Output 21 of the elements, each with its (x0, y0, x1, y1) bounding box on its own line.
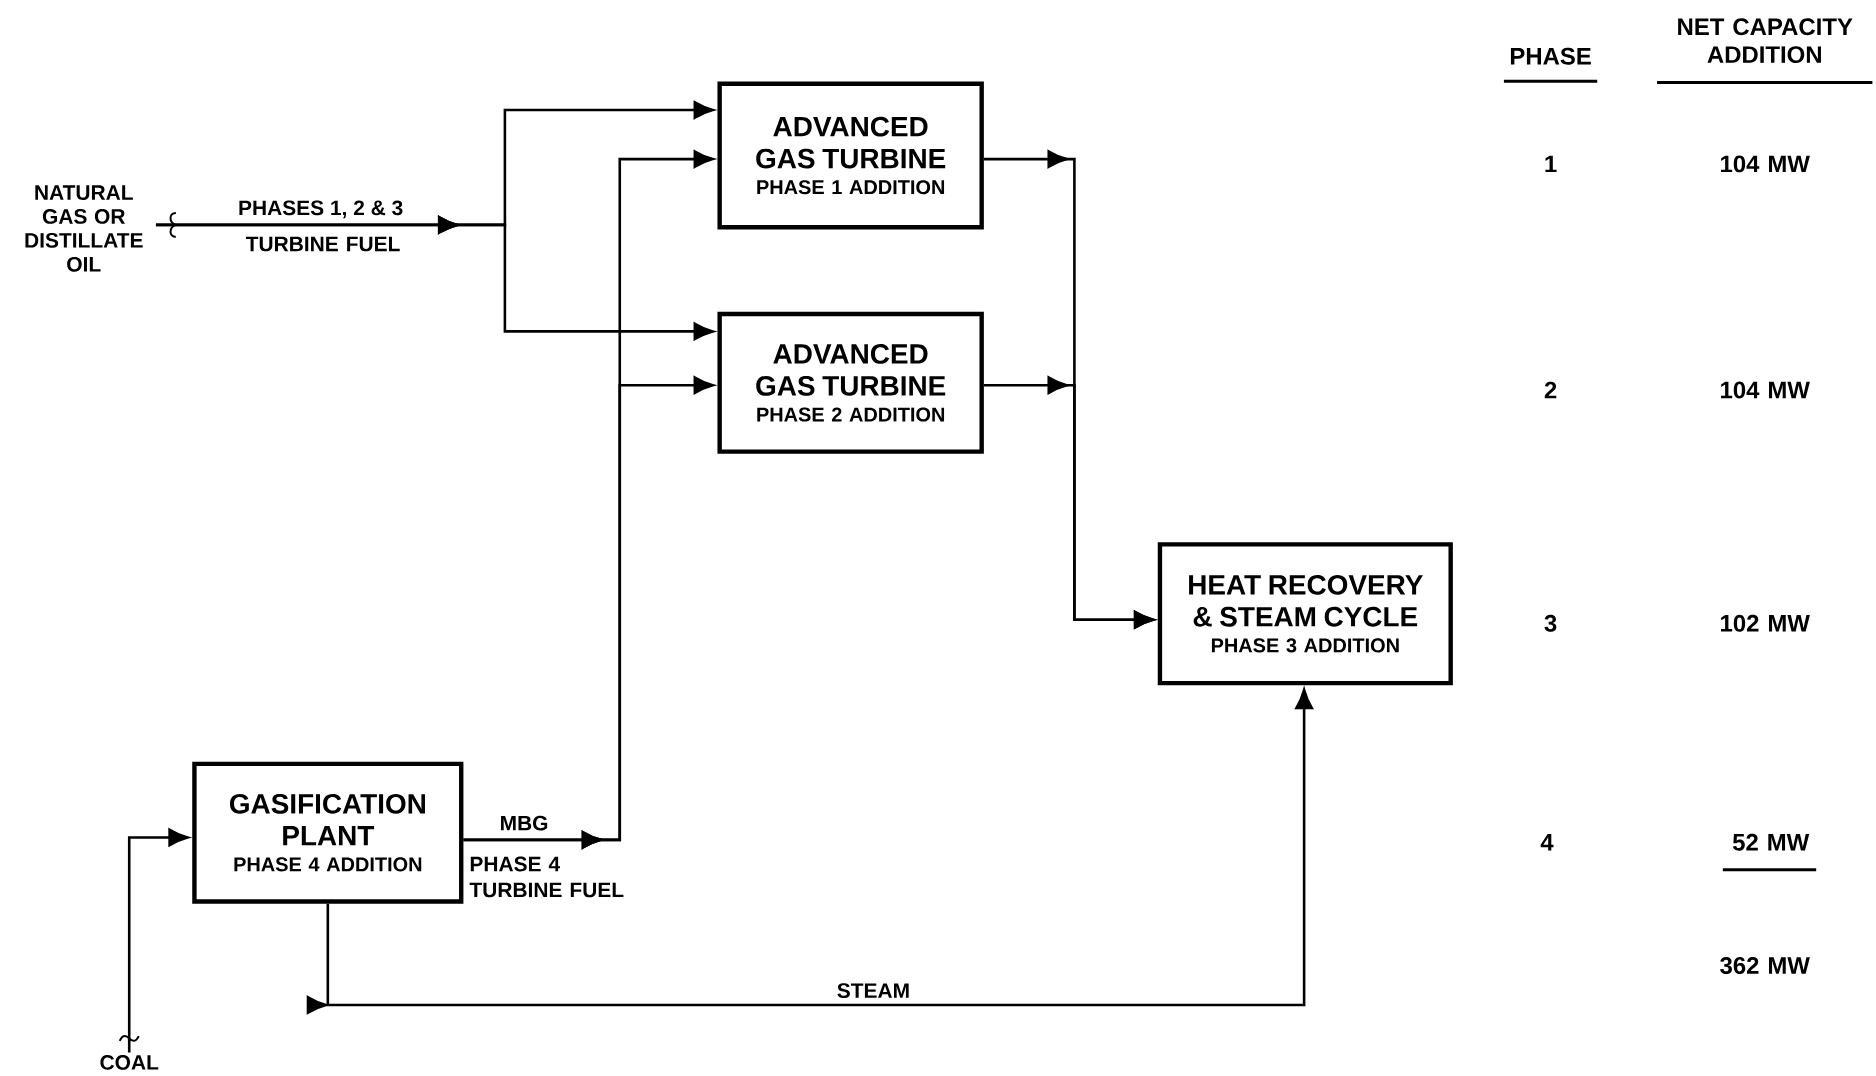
table-cell: 362 MW (1720, 957, 1810, 975)
table-cell: 52 MW (1732, 834, 1810, 851)
table-cell: 3 (1544, 615, 1557, 633)
process-box: GASIFICATION PLANT PHASE 4 ADDITION (192, 761, 464, 904)
source-label: NATURAL GAS OR DISTILLATE OIL (25, 185, 143, 272)
table-cell: 102 MW (1721, 615, 1810, 632)
column-header: NET CAPACITY ADDITION (1678, 18, 1853, 64)
table-cell: 1 (1545, 155, 1557, 173)
column-header: PHASE (1510, 47, 1591, 65)
process-box: ADVANCED GAS TURBINE PHASE 2 ADDITION (717, 312, 984, 455)
process-box: ADVANCED GAS TURBINE PHASE 1 ADDITION (717, 81, 984, 230)
source-label: COAL (100, 1055, 159, 1071)
table-cell: 2 (1544, 381, 1557, 399)
flow-label: PHASE 4 TURBINE FUEL (469, 856, 624, 898)
edge-label: STEAM (834, 981, 913, 1001)
table-cell: 104 MW (1721, 155, 1810, 173)
flow-arrow (983, 376, 1155, 629)
edge-label: PHASES 1, 2 & 3 (236, 198, 406, 221)
table-cell: 4 (1540, 834, 1554, 851)
table-cell: 104 MW (1721, 381, 1810, 399)
process-box: HEAT RECOVERY & STEAM CYCLE PHASE 3 ADDITION (1157, 542, 1453, 686)
